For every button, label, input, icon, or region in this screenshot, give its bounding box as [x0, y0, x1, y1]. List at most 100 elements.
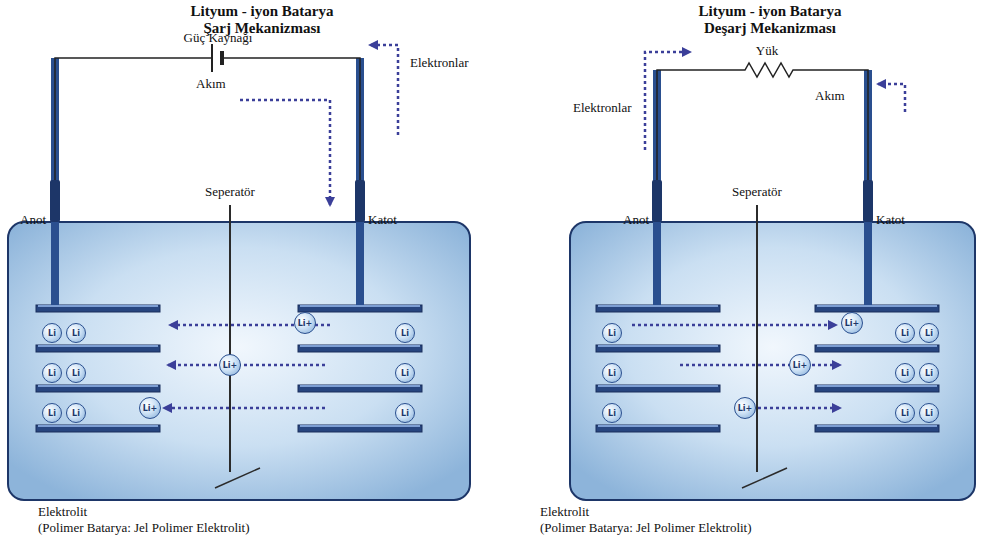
lithium-particle: Li	[895, 323, 915, 343]
particle-symbol: Li	[401, 329, 409, 338]
particle-symbol: Li	[925, 369, 933, 378]
cathode-plate	[817, 305, 937, 307]
part-label: Akım	[815, 88, 845, 103]
flow-arrow	[758, 407, 840, 410]
lithium-particle: Li+	[841, 312, 863, 334]
particle-symbol: Li	[901, 329, 909, 338]
cathode-plate	[300, 305, 420, 307]
cathode-plate	[815, 345, 939, 352]
cathode-plate	[817, 425, 937, 427]
particle-symbol: Li	[72, 409, 80, 418]
flow-arrow	[878, 84, 905, 112]
anode-plate	[38, 305, 158, 307]
separator-line	[756, 205, 758, 472]
flow-arrow	[632, 324, 836, 327]
particle-symbol: Li	[48, 329, 56, 338]
anode-plate	[36, 385, 160, 392]
anode-plate	[598, 385, 718, 387]
part-label: Elektrolit	[540, 504, 589, 519]
particle-symbol: Li	[608, 369, 616, 378]
battery-symbol	[211, 44, 213, 72]
particle-symbol: Li	[72, 329, 80, 338]
particle-symbol: Li	[72, 369, 80, 378]
terminal-cap	[863, 180, 873, 222]
part-label: Katot	[368, 212, 397, 227]
lithium-particle: Li	[395, 363, 415, 383]
lithium-particle: Li+	[294, 312, 316, 334]
particle-symbol: Li+	[738, 404, 753, 413]
circuit-wire	[55, 58, 212, 180]
lithium-particle: Li	[602, 403, 622, 423]
lithium-particle: Li+	[734, 397, 756, 419]
lithium-particle: Li	[42, 323, 62, 343]
particle-symbol: Li+	[143, 404, 158, 413]
lithium-particle: Li+	[219, 354, 241, 376]
anode-plate	[36, 305, 160, 312]
lithium-particle: Li	[602, 363, 622, 383]
particle-symbol: Li	[901, 369, 909, 378]
panel-title: Lityum - iyon Batarya	[191, 3, 334, 20]
flow-arrow	[370, 45, 398, 135]
electrolyte-pointer	[215, 468, 260, 488]
cathode-plate	[815, 385, 939, 392]
cathode-plate	[298, 425, 422, 432]
anode-plate	[596, 385, 720, 392]
terminal-cap	[652, 180, 662, 222]
part-label: (Polimer Batarya: Jel Polimer Elektrolit…	[540, 520, 752, 535]
particle-symbol: Li+	[793, 361, 808, 370]
cathode-plate	[300, 345, 420, 347]
cathode-plate	[815, 305, 939, 312]
circuit-wire	[222, 58, 360, 180]
lithium-particle: Li	[42, 403, 62, 423]
anode-plate	[38, 345, 158, 347]
lithium-particle: Li	[602, 323, 622, 343]
particle-symbol: Li	[401, 409, 409, 418]
flow-arrow	[164, 407, 325, 410]
anode-plate	[36, 425, 160, 432]
anode-plate	[598, 305, 718, 307]
part-label: Güç Kaynağı	[184, 30, 253, 45]
particle-symbol: Li	[925, 409, 933, 418]
lithium-particle: Li	[919, 403, 939, 423]
cathode-plate	[817, 345, 937, 347]
particle-symbol: Li	[401, 369, 409, 378]
anode-plate	[36, 345, 160, 352]
particle-symbol: Li	[608, 329, 616, 338]
lithium-particle: Li+	[789, 354, 811, 376]
anode-plate	[596, 305, 720, 312]
cathode-plate	[298, 345, 422, 352]
lithium-particle: Li	[919, 363, 939, 383]
lithium-particle: Li	[66, 323, 86, 343]
part-label: Anot	[623, 212, 649, 227]
particle-symbol: Li	[608, 409, 616, 418]
lithium-particle: Li	[895, 403, 915, 423]
lithium-particle: Li	[42, 363, 62, 383]
lithium-particle: Li+	[139, 397, 161, 419]
cathode-plate	[298, 305, 422, 312]
terminal-cap	[50, 180, 60, 222]
lithium-particle: Li	[895, 363, 915, 383]
lithium-particle: Li	[919, 323, 939, 343]
flow-arrow	[168, 364, 325, 367]
flow-arrow	[645, 52, 690, 150]
terminal-cap	[355, 180, 365, 222]
battery-symbol	[220, 51, 224, 65]
circuit-wire	[657, 63, 868, 180]
lithium-particle: Li	[66, 363, 86, 383]
anode-plate	[598, 345, 718, 347]
battery-housing	[8, 222, 470, 500]
particle-symbol: Li	[925, 329, 933, 338]
panel-title: Deşarj Mekanizması	[704, 20, 836, 37]
particle-symbol: Li+	[845, 319, 860, 328]
cathode-plate	[300, 385, 420, 387]
anode-plate	[38, 425, 158, 427]
anode-plate	[596, 345, 720, 352]
part-label: Seperatör	[205, 184, 255, 199]
anode-plate	[598, 425, 718, 427]
part-label: Elektrolit	[38, 504, 87, 519]
part-label: (Polimer Batarya: Jel Polimer Elektrolit…	[38, 520, 250, 535]
separator-line	[229, 205, 231, 472]
anode-plate	[38, 385, 158, 387]
